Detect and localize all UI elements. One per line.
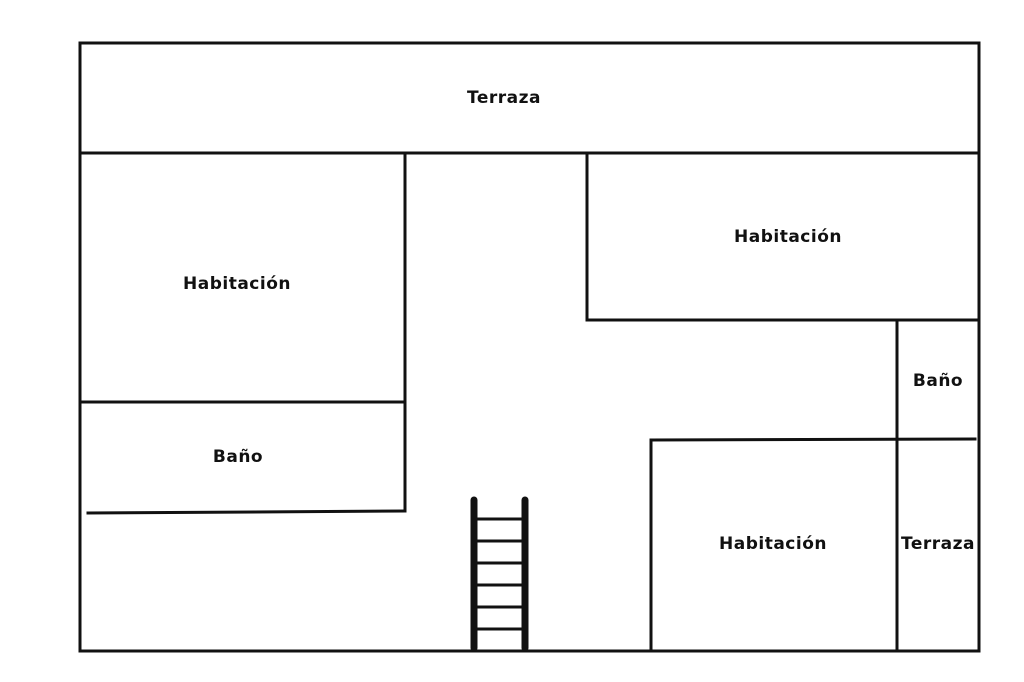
ladder-icon xyxy=(470,496,529,652)
left-bano-bottom-wall xyxy=(86,509,407,515)
label-terraza-top: Terraza xyxy=(467,88,541,108)
label-habitacion-bottom-right: Habitación xyxy=(719,534,827,554)
bottom-right-habitacion-top-wall xyxy=(649,437,977,442)
label-habitacion-top-right: Habitación xyxy=(734,227,842,247)
outer-wall xyxy=(78,41,981,653)
label-bano-left: Baño xyxy=(213,447,263,467)
label-bano-right: Baño xyxy=(913,371,963,391)
label-terraza-right: Terraza xyxy=(901,534,975,554)
label-habitacion-left: Habitación xyxy=(183,274,291,294)
